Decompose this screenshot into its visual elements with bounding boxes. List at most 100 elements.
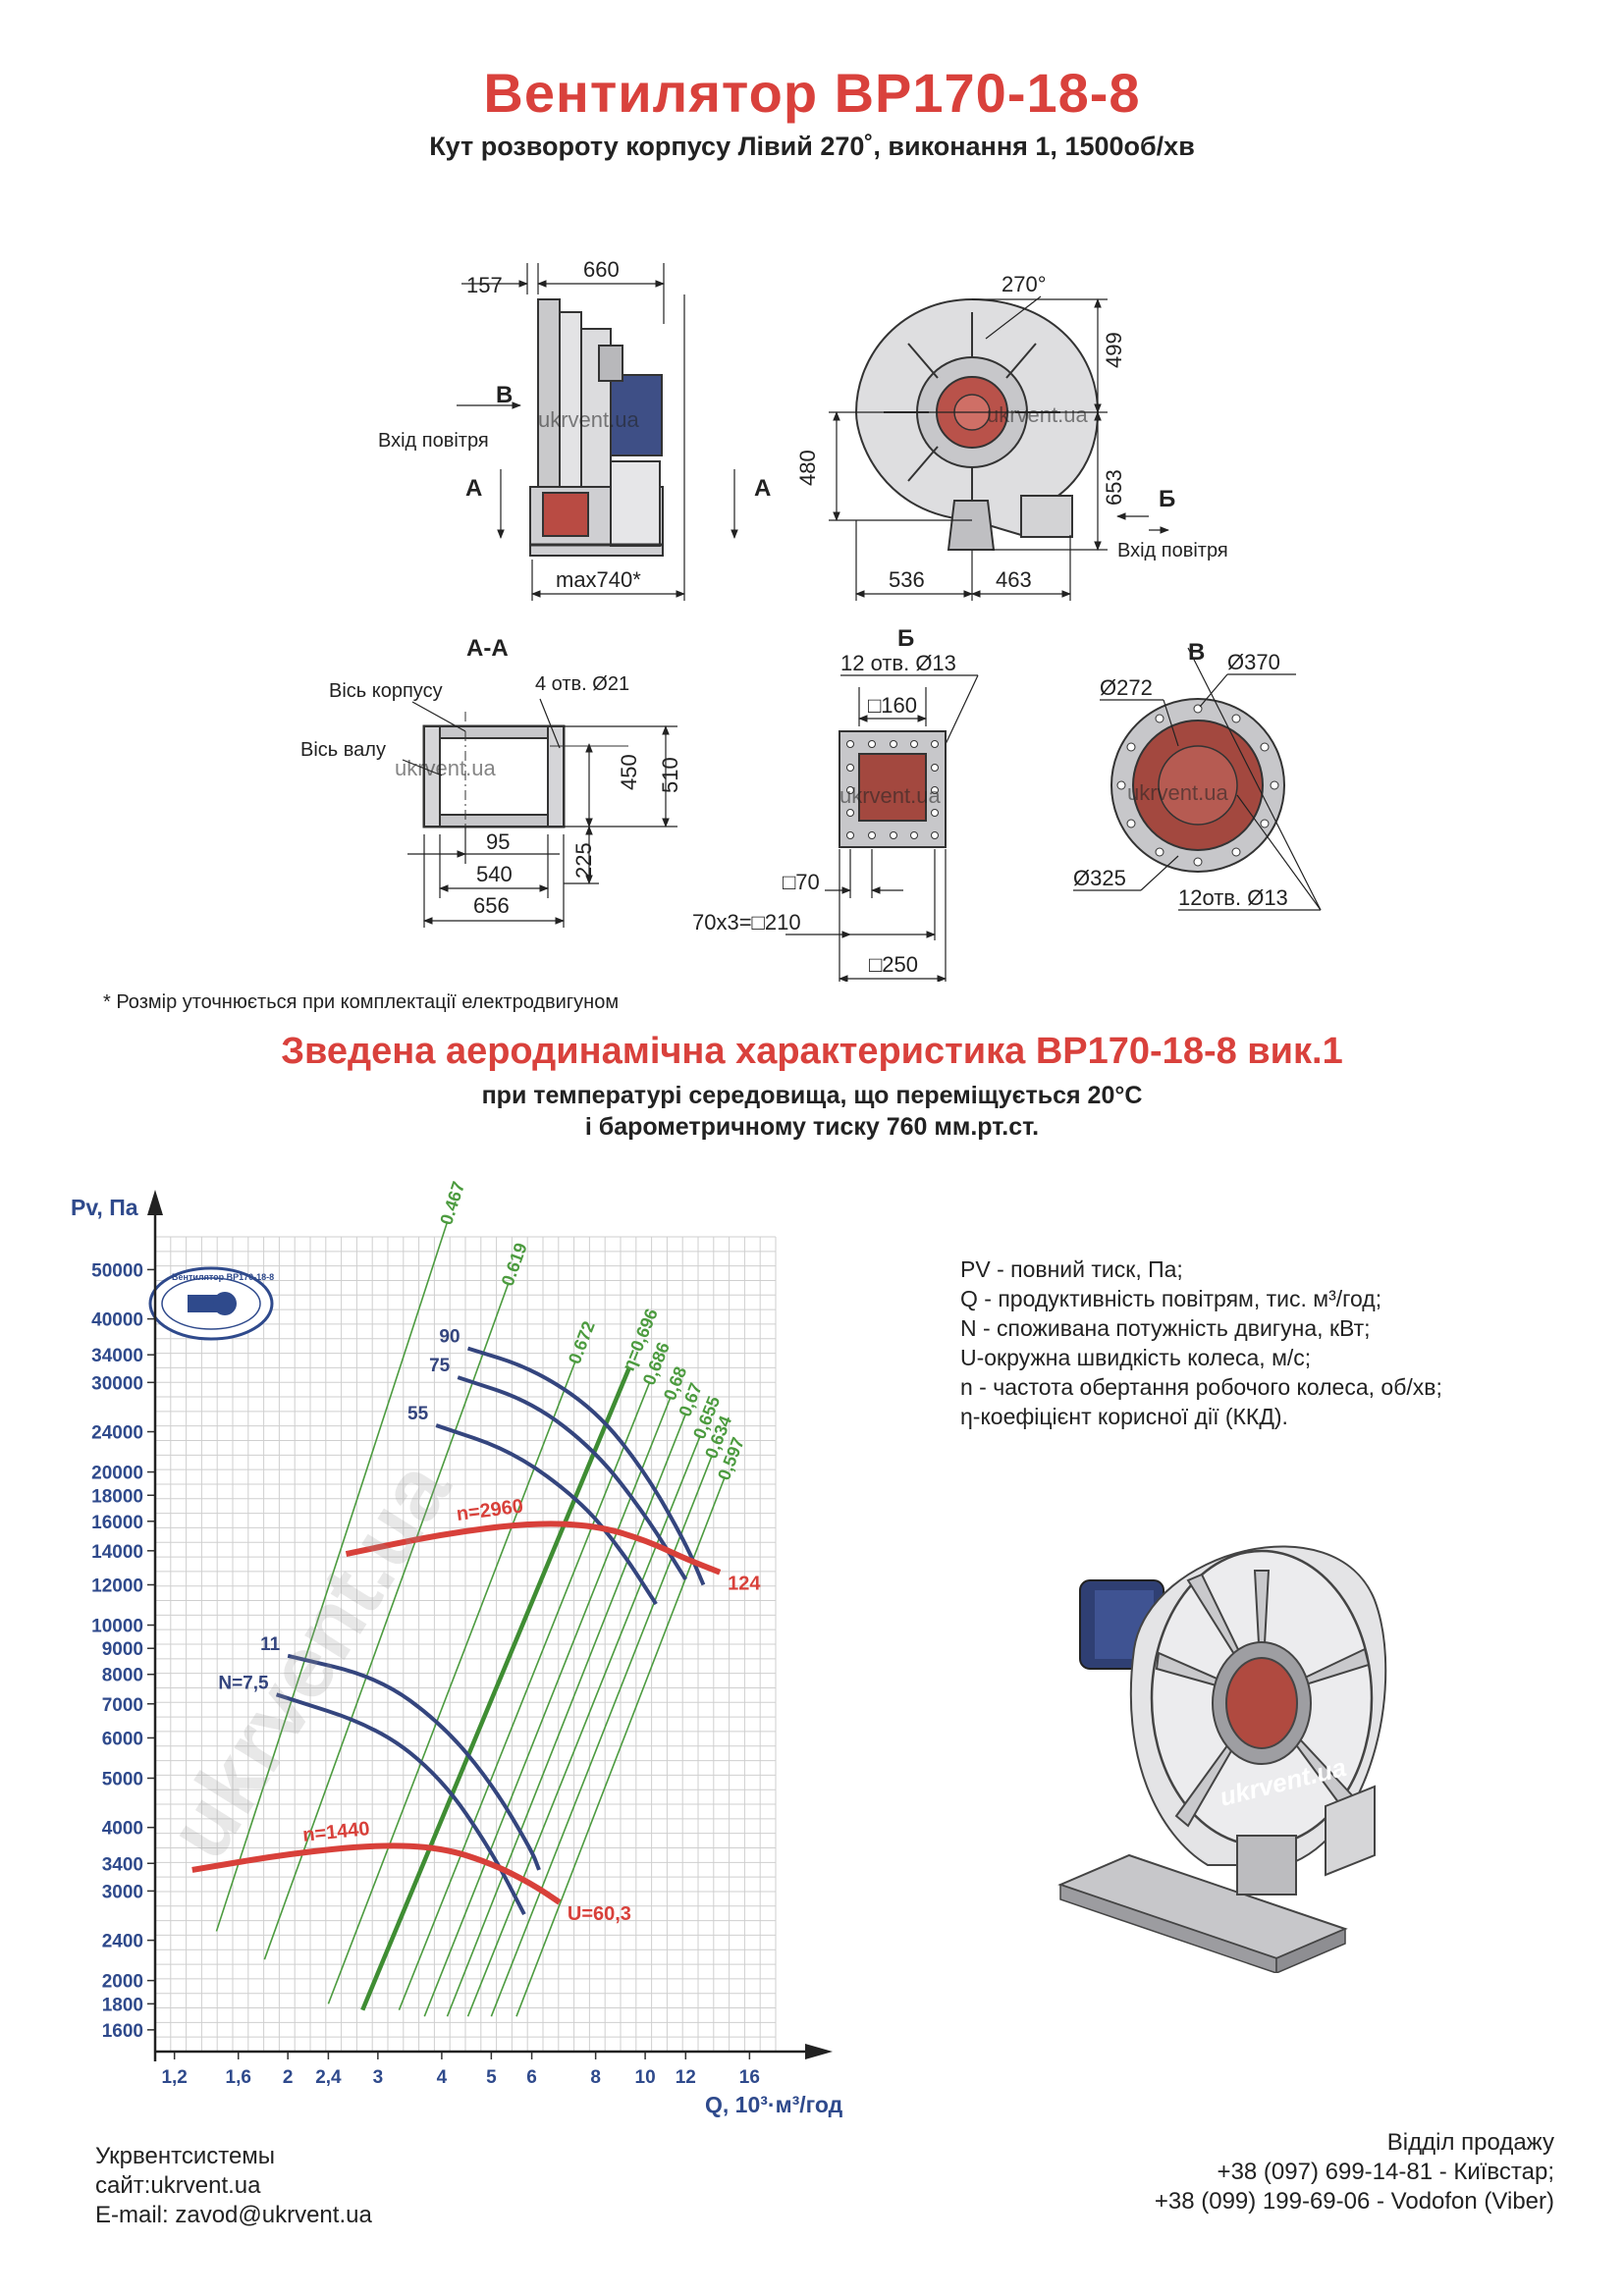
x-tick-label: 12	[676, 2067, 696, 2088]
legend-item: N - споживана потужність двигуна, кВт;	[960, 1315, 1371, 1341]
x-tick-label: 2,4	[315, 2067, 342, 2088]
logo-text: Вентилятор ВР170-18-8	[172, 1272, 274, 1282]
side-watermark: ukrvent.ua	[538, 407, 639, 432]
company-site[interactable]: сайт:ukrvent.ua	[95, 2172, 261, 2199]
efficiency-line	[215, 1221, 449, 1932]
power-curve-label: 11	[260, 1634, 281, 1655]
v-d370: Ø370	[1227, 650, 1280, 674]
v-holes-label: 12отв. Ø13	[1178, 885, 1288, 910]
dim-95: 95	[486, 829, 510, 854]
dim-540: 540	[476, 862, 513, 886]
dim-536: 536	[889, 567, 925, 592]
view-v-title: В	[1188, 639, 1205, 666]
footnote: * Розмір уточнюється при комплектації ел…	[103, 991, 620, 1013]
efficiency-line	[398, 1382, 651, 2010]
dim-450: 450	[617, 754, 641, 790]
x-axis-title: Q, 10³·м³/год	[705, 2092, 843, 2117]
view-b-drawing: Б 12 отв. Ø13 ukrvent.ua □160 □70 70x3=□…	[692, 625, 979, 982]
view-v-drawing: В ukrvent.ua Ø370 Ø272 Ø325 12отв. Ø13	[1073, 639, 1322, 911]
efficiency-line	[466, 1435, 701, 2017]
x-tick-label: 10	[635, 2067, 656, 2088]
view-b-title: Б	[897, 625, 914, 652]
technical-drawings: ukrvent.ua 157 660 max740* В Вхід повітр…	[300, 257, 1322, 982]
y-tick-label: 3400	[102, 1854, 143, 1875]
b-sq160: □160	[868, 693, 917, 718]
x-tick-label: 1,6	[226, 2067, 251, 2088]
b-watermark: ukrvent.ua	[839, 783, 941, 808]
speed-curve-end-label: U=60,3	[568, 1903, 631, 1925]
y-tick-label: 9000	[102, 1639, 143, 1660]
side-inlet-label: Вхід повітря	[378, 430, 489, 452]
dim-225: 225	[571, 842, 596, 879]
sales-phone-1[interactable]: +38 (097) 699-14-81 - Київстар;	[1217, 2159, 1554, 2185]
page-subtitle: Кут розвороту корпусу Лівий 270˚, викона…	[429, 132, 1195, 161]
page-title: Вентилятор ВР170-18-8	[483, 62, 1141, 124]
legend-item: U-окружна швидкість колеса, м/с;	[960, 1345, 1312, 1370]
x-tick-label: 16	[739, 2067, 760, 2088]
y-tick-label: 14000	[91, 1542, 143, 1563]
x-tick-label: 6	[526, 2067, 537, 2088]
dim-max740: max740*	[556, 567, 641, 592]
efficiency-label: 0.467	[436, 1179, 468, 1227]
y-tick-label: 24000	[91, 1423, 143, 1444]
company-contacts: Укрвентсистемы сайт:ukrvent.ua E-mail: z…	[95, 2142, 372, 2230]
label-a-left: А	[465, 475, 482, 502]
front-view-drawing: ukrvent.ua 270° 499 653 480 536 463 Б Вх…	[795, 272, 1228, 601]
label-a-right: А	[754, 475, 771, 502]
y-tick-label: 1800	[102, 1995, 143, 2015]
power-curve-label: 75	[429, 1356, 451, 1376]
dim-653: 653	[1102, 469, 1126, 506]
dim-angle-270: 270°	[1001, 272, 1047, 296]
sales-title: Відділ продажу	[1386, 2129, 1554, 2156]
efficiency-line	[515, 1476, 726, 2017]
aero-section-title: Зведена аеродинамічна характеристика ВР1…	[281, 1031, 1343, 1072]
y-tick-label: 6000	[102, 1729, 143, 1749]
product-illustration: ukrvent.ua	[1057, 1545, 1387, 1973]
x-tick-label: 3	[373, 2067, 384, 2088]
b-sq70: □70	[783, 870, 820, 894]
v-d325: Ø325	[1073, 866, 1126, 890]
dim-480: 480	[795, 450, 820, 486]
power-curve-label: 90	[439, 1327, 460, 1348]
dim-499: 499	[1102, 332, 1126, 368]
company-email[interactable]: E-mail: zavod@ukrvent.ua	[95, 2202, 372, 2228]
y-tick-label: 50000	[91, 1260, 143, 1281]
front-watermark: ukrvent.ua	[987, 402, 1088, 427]
sales-phone-2[interactable]: +38 (099) 199-69-06 - Vodofon (Viber)	[1154, 2188, 1554, 2215]
power-curve	[457, 1375, 688, 1580]
y-tick-label: 10000	[91, 1617, 143, 1637]
power-curve	[275, 1692, 526, 1916]
dim-660: 660	[583, 257, 620, 282]
y-axis-title: Pv, Па	[71, 1195, 138, 1220]
condition-temperature: при температурі середовища, що переміщує…	[481, 1082, 1143, 1109]
dim-157: 157	[466, 273, 503, 297]
section-aa-title: А-А	[466, 635, 509, 662]
x-tick-label: 1,2	[161, 2067, 187, 2088]
front-inlet-label: Вхід повітря	[1117, 540, 1228, 561]
y-tick-label: 3000	[102, 1882, 143, 1902]
aerodynamic-chart: 5000040000340003000024000200001800016000…	[71, 1179, 843, 2117]
sales-contacts: Відділ продажу +38 (097) 699-14-81 - Киї…	[1155, 2128, 1554, 2216]
b-pitch: 70x3=□210	[692, 910, 801, 934]
dim-656: 656	[473, 893, 510, 918]
section-aa-drawing: А-А ukrvent.ua Вісь корпусу Вісь валу 4 …	[300, 635, 682, 928]
y-tick-label: 1600	[102, 2021, 143, 2042]
legend-block: PV - повний тиск, Па; Q - продуктивність…	[960, 1255, 1442, 1431]
legend-item: Q - продуктивність повітрям, тис. м³/год…	[960, 1286, 1382, 1311]
x-tick-label: 2	[283, 2067, 294, 2088]
efficiency-line	[360, 1366, 631, 2011]
power-curve-label: N=7,5	[218, 1673, 269, 1693]
b-sq250: □250	[869, 952, 918, 977]
v-d272: Ø272	[1100, 675, 1153, 700]
v-watermark: ukrvent.ua	[1127, 780, 1228, 805]
label-b: Б	[1159, 486, 1175, 512]
axis-shaft-label: Вісь валу	[300, 739, 386, 761]
dim-463: 463	[996, 567, 1032, 592]
speed-curve-end-label: 124	[728, 1574, 761, 1595]
chart-ticks: 5000040000340003000024000200001800016000…	[91, 1260, 760, 2088]
y-tick-label: 18000	[91, 1486, 143, 1507]
x-axis-arrow	[805, 2044, 833, 2059]
y-tick-label: 20000	[91, 1464, 143, 1484]
side-view-drawing: ukrvent.ua 157 660 max740* В Вхід повітр…	[378, 257, 771, 601]
